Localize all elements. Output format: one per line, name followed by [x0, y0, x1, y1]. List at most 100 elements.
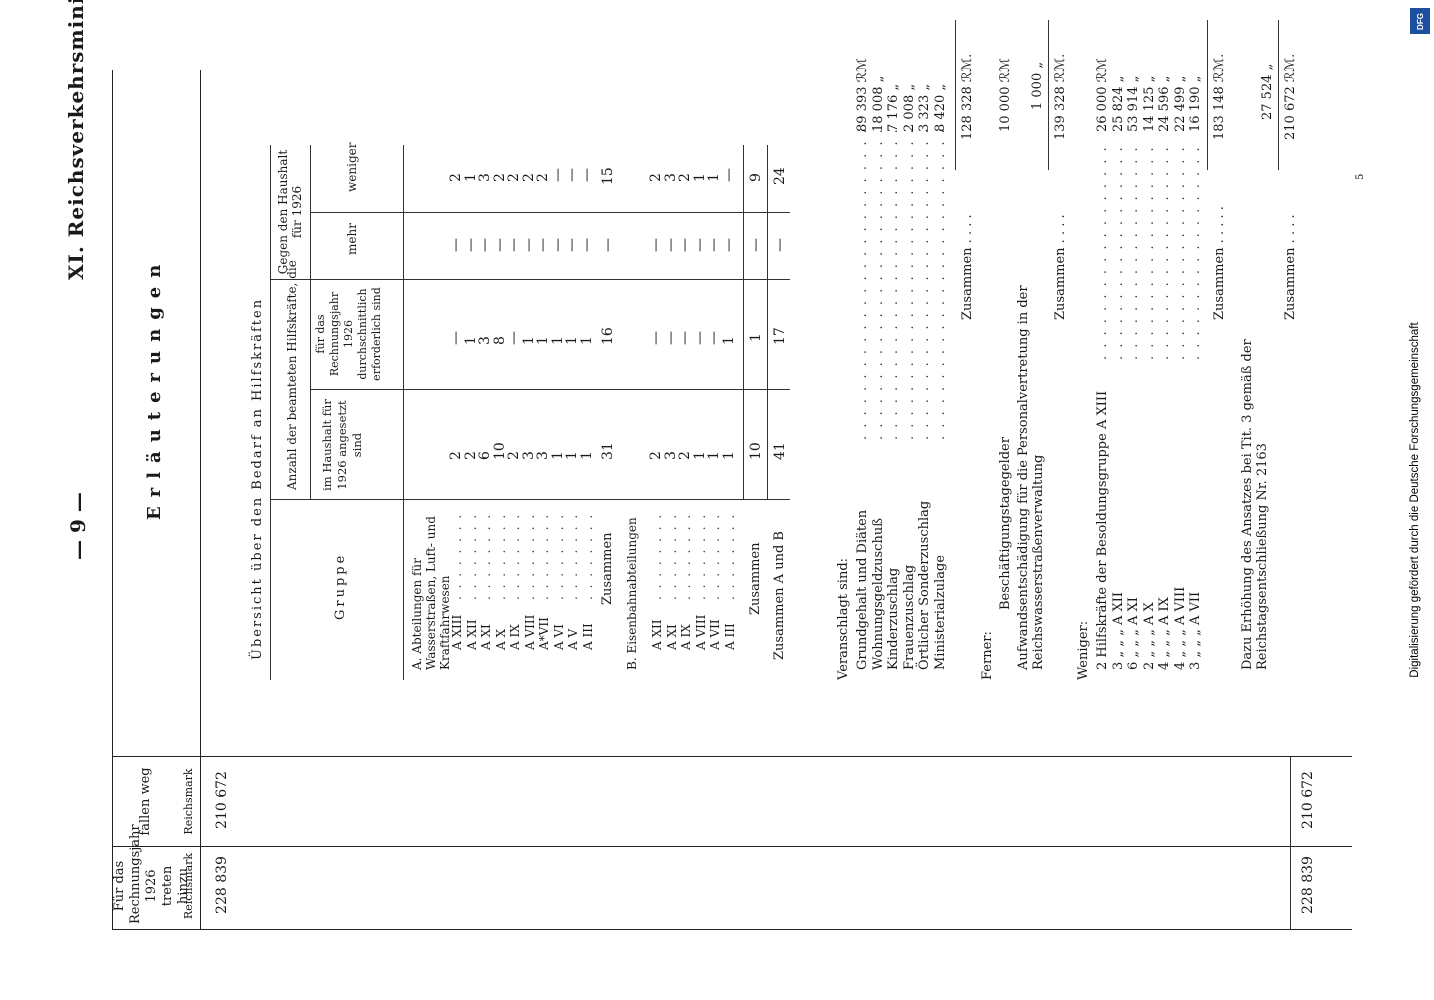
- ov-row-label: A III: [580, 623, 595, 650]
- ov-section-a: A. Abteilungen für Wasserstraßen, Luft- …: [410, 516, 452, 670]
- calc-item-label: 3 „ „ „ A VII: [1188, 591, 1203, 670]
- ov-row-haushalt: 1: [720, 451, 737, 460]
- digitization-note: Digitalisierung gefördert durch die Deut…: [1404, 0, 1426, 1000]
- col1-unit: Reichsmark: [182, 852, 195, 920]
- calc-item-label: 4 „ „ „ A VIII: [1172, 586, 1188, 670]
- ov-row-label: A XI: [664, 624, 679, 650]
- calc-item-dots: . . . . . . . . . . . . . . . . . .: [1126, 145, 1141, 360]
- calc-item-label: Grundgehalt und Diäten: [855, 509, 870, 670]
- ov-row-label: A XIII: [450, 614, 464, 650]
- calc-item-label: Frauenzuschlag: [901, 564, 917, 670]
- calc-item-dots: . . . . . . . . . . . . . . . . . .: [1157, 145, 1172, 360]
- overview-title: Übersicht über den Bedarf an Hilfskräfte…: [250, 297, 265, 660]
- ov-row-label: A XI: [479, 624, 493, 650]
- ov-zusammen-ab-rj: 17: [772, 327, 788, 345]
- ov-row-dots: . . . . . . . .: [693, 512, 708, 600]
- calc-line2: [1048, 20, 1049, 170]
- ov-row-dots: . . . . . . . .: [679, 512, 693, 600]
- col1-value: 228 839: [214, 856, 230, 914]
- frame-left: [112, 929, 1352, 930]
- calc-dazu-value: 27 524 „: [1260, 63, 1275, 120]
- calc-item-dots: . . . . . . . . . . . . . . . . . .: [1172, 145, 1188, 360]
- ov-top: [270, 145, 271, 680]
- ov-row-weniger: —: [578, 168, 595, 182]
- calc-item-dots: . . . . . . . . . . . . . . . . . .: [1141, 145, 1157, 360]
- calc-item-label: 2 Hilfskräfte der Besoldungsgruppe A XII…: [1095, 390, 1110, 670]
- calc-item-dots: . . . . . . . . . . . . . . . . . . . . …: [886, 127, 901, 440]
- calc-item-value: 22 499 „: [1172, 75, 1188, 132]
- ov-row-mehr: —: [720, 238, 737, 252]
- ov-zusammen-ab-top: [767, 145, 768, 500]
- calc-zusammen4-label: Zusammen . . . .: [1283, 214, 1298, 320]
- ov-row-label: A X: [493, 628, 508, 650]
- ov-anzahl-right: [270, 279, 790, 280]
- ov-row-haushalt: 1: [578, 451, 595, 460]
- ov-col-rechnungsjahr: für das Rechnungsjahr 1926 durchschnittl…: [314, 287, 383, 381]
- calc-item-dots: . . . . . . . . . . . . . . . . . . . . …: [855, 127, 870, 440]
- ov-row-dots: . . . . . . . .: [450, 512, 464, 600]
- calc-item-value: 8 420 „: [932, 83, 948, 132]
- ov-section-b: B. Eisenbahnabteilungen: [625, 517, 639, 670]
- calc-item-value: 16 190 „: [1188, 75, 1203, 132]
- col2-unit: Reichsmark: [182, 768, 195, 835]
- ov-row-label: A XII: [464, 619, 479, 650]
- calc-item-label: Wohnungsgeldzuschuß: [870, 518, 886, 670]
- calc-item-value: 26 000 ℛℳ: [1095, 58, 1110, 132]
- ov-row-dots: . . . . . . . .: [650, 512, 664, 600]
- calc-item-dots: . . . . . . . . . . . . . . . . . . . . …: [901, 127, 917, 440]
- calc-zusammen3-value: 183 148 ℛℳ.: [1212, 53, 1227, 140]
- ov-gruppe-divider: [270, 499, 790, 500]
- calc-item-dots: . . . . . . . . . . . . . . . . . . . . …: [917, 127, 932, 440]
- ov-col-gruppe: Gruppe: [333, 552, 348, 620]
- calc-item-dots: . . . . . . . . . . . . . . . . . . . . …: [932, 127, 948, 440]
- ov-row-label: A XII: [650, 619, 664, 650]
- document-page: Für das Rechnungsjahr 1926 treten hinzu …: [64, 0, 1366, 930]
- ov-row-dots: . . . . . . . .: [464, 512, 479, 600]
- page-number: — 9 —: [66, 492, 90, 560]
- ov-zusammen-b-top: [743, 145, 744, 500]
- ov-col-haushalt: im Haushalt für 1926 angesetzt sind: [320, 399, 364, 491]
- col-divider-1: [112, 846, 1352, 847]
- calc-line4: [1278, 20, 1279, 170]
- col2-total: 210 672: [1300, 771, 1316, 829]
- calc-item-value: 24 596 „: [1157, 75, 1172, 132]
- calc-item-value: 14 125 „: [1141, 75, 1157, 132]
- total-line-top: [1290, 757, 1291, 930]
- calc-item-dots: . . . . . . . . . . . . . . . . . . . . …: [870, 127, 886, 440]
- ov-anzahl-sub: [310, 280, 311, 500]
- ov-col-anzahl: Anzahl der beamteten Hilfskräfte, die: [285, 260, 299, 490]
- ov-row-label: A VIII: [522, 614, 537, 650]
- dfg-logo-text: DFG: [1415, 12, 1425, 30]
- calc-zusammen1-label: Zusammen . . . .: [960, 214, 975, 320]
- ov-gegen-mid: [310, 212, 790, 213]
- ov-col-weniger: weniger: [345, 142, 359, 192]
- ov-row-dots: . . . . . . . .: [522, 512, 537, 600]
- ov-zusammen-b-haushalt: 10: [748, 442, 764, 460]
- ov-row-dots: . . . . . . . .: [580, 512, 595, 600]
- ov-zusammen-a-weniger: 15: [600, 167, 616, 185]
- ov-zusammen-ab-mehr: —: [772, 238, 788, 252]
- ministry-title: XI. Reichsverkehrsministerium: [64, 0, 88, 280]
- calc-dazu: Dazu Erhöhung des Ansatzes bei Tit. 3 ge…: [1240, 339, 1270, 670]
- calc-zusammen1-value: 128 328 ℛℳ.: [960, 53, 975, 140]
- ov-row-dots: . . . . . . . .: [722, 512, 737, 600]
- ov-row-label: A VIII: [693, 614, 708, 650]
- ov-zusammen-ab-label: Zusammen A und B: [772, 531, 787, 660]
- calc-veranschlagt: Veranschlagt sind:: [836, 557, 851, 680]
- ov-row-label: A III: [722, 623, 737, 650]
- small-mark: 5: [1355, 173, 1366, 180]
- ov-zusammen-a-label: Zusammen: [600, 532, 615, 605]
- digitization-note-text: Digitalisierung gefördert durch die Deut…: [1409, 322, 1421, 678]
- ov-zusammen-ab-weniger: 24: [772, 167, 788, 185]
- ov-zusammen-a-rj: 16: [600, 327, 616, 345]
- ov-row-dots: . . . . . . . .: [537, 512, 551, 600]
- calc-item-label: 4 „ „ „ A IX: [1157, 597, 1172, 670]
- ov-row-rj: 1: [720, 336, 737, 345]
- calc-item2-0-label: Beschäftigungstagegelder: [998, 437, 1013, 610]
- frame-top-inner: [200, 70, 201, 930]
- ov-row-dots: . . . . . . . .: [508, 512, 522, 600]
- col-divider-2: [112, 756, 1352, 757]
- col2-value: 210 672: [214, 771, 230, 829]
- ov-header-bottom: [403, 145, 404, 680]
- calc-item-value: 2 008 „: [901, 83, 917, 132]
